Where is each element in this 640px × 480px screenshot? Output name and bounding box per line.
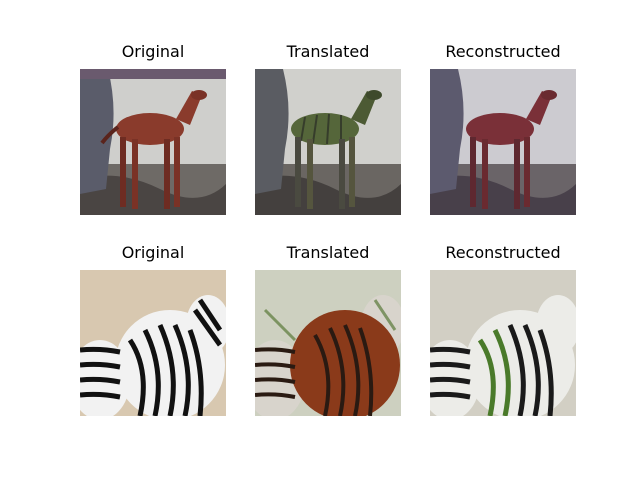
panel-title: Reconstructed — [445, 243, 561, 262]
panel-horse-reconstructed: Reconstructed — [430, 43, 576, 215]
horse-original-image — [80, 69, 226, 215]
panel-title: Reconstructed — [445, 42, 561, 61]
panel-title: Translated — [286, 42, 370, 61]
horse-translated-image — [255, 69, 401, 215]
zebra-original-image — [80, 270, 226, 416]
panel-zebra-reconstructed: Reconstructed — [430, 244, 576, 416]
zebra-translated-image — [255, 270, 401, 416]
panel-horse-translated: Translated — [255, 43, 401, 215]
panel-title: Original — [121, 42, 185, 61]
panel-zebra-translated: Translated — [255, 244, 401, 416]
panel-horse-original: Original — [80, 43, 226, 215]
zebra-reconstructed-image — [430, 270, 576, 416]
horse-reconstructed-image — [430, 69, 576, 215]
panel-zebra-original: Original — [80, 244, 226, 416]
panel-title: Original — [121, 243, 185, 262]
panel-title: Translated — [286, 243, 370, 262]
